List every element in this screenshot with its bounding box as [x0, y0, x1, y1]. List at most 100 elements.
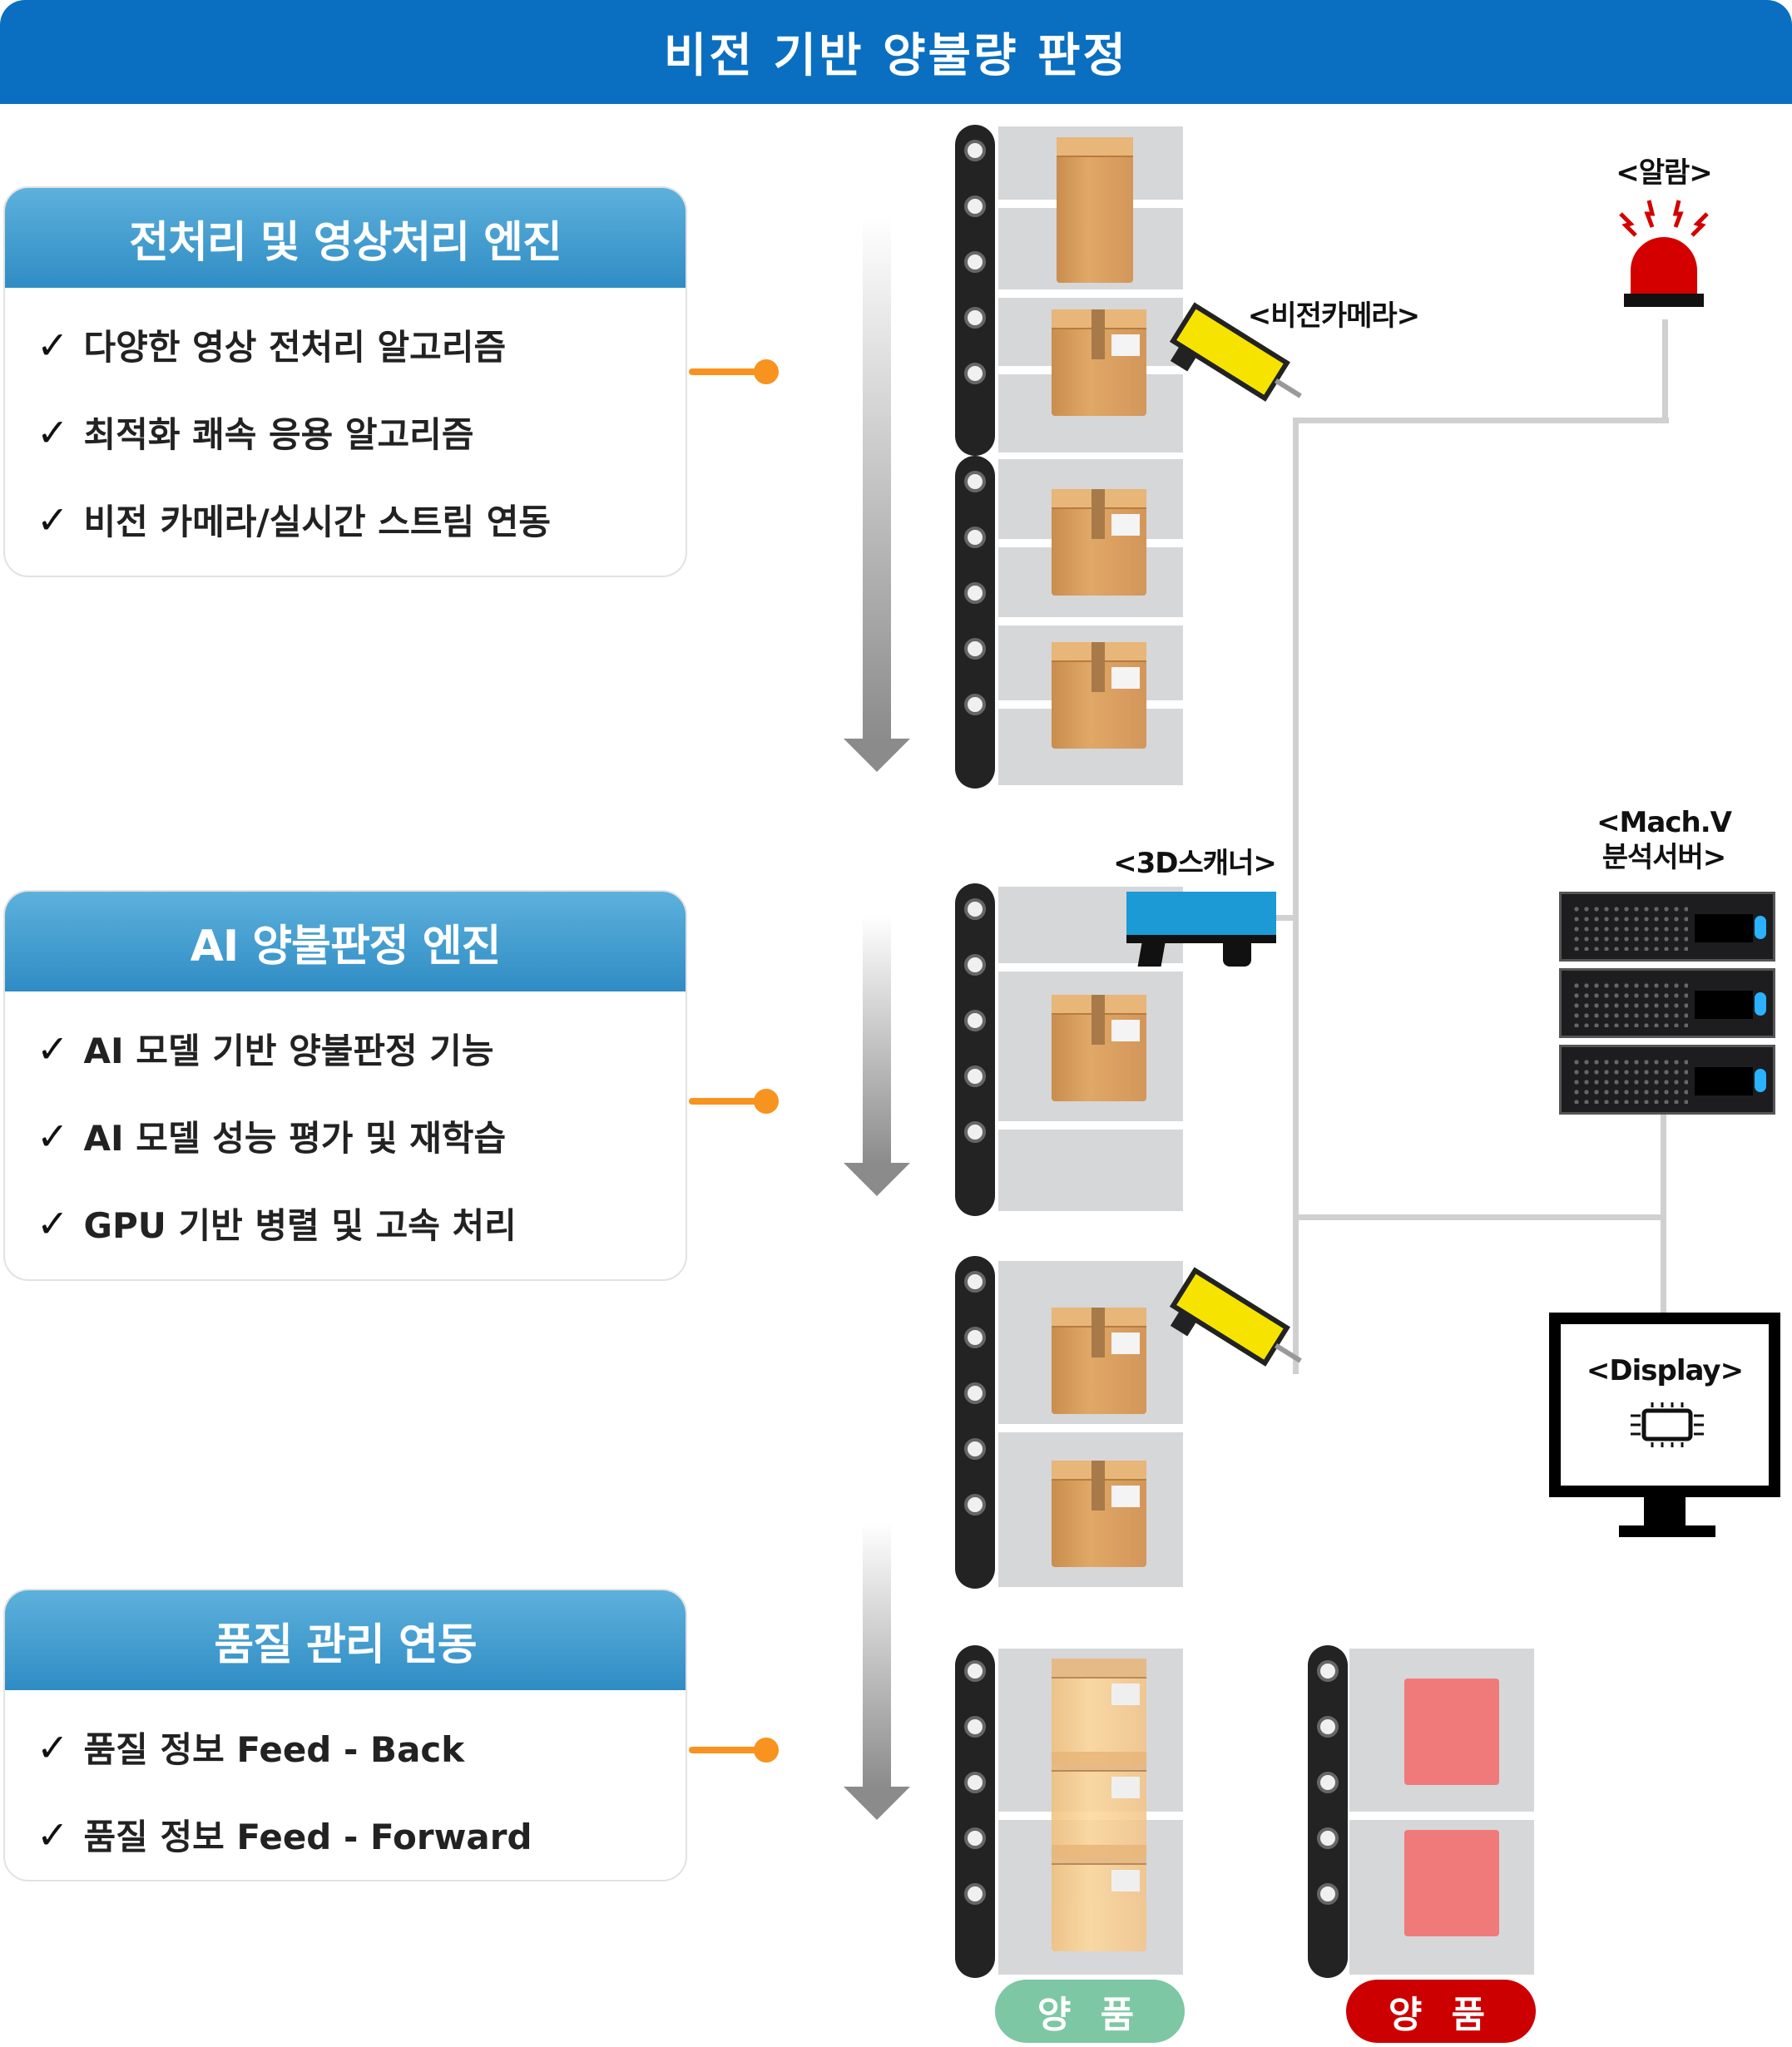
- roller-icon: [964, 1271, 986, 1293]
- roller-icon: [964, 1494, 986, 1515]
- network-line: [1293, 418, 1669, 423]
- list-item: ✓GPU 기반 병렬 및 고속 처리: [37, 1200, 517, 1247]
- check-icon: ✓: [37, 497, 69, 542]
- box-icon: [1052, 309, 1146, 416]
- list-item: ✓최적화 쾌속 응용 알고리즘: [37, 409, 474, 456]
- roller-icon: [964, 1382, 986, 1404]
- vision-camera-icon: [1169, 302, 1302, 402]
- roller-icon: [1317, 1716, 1339, 1738]
- roller-icon: [964, 140, 986, 161]
- roller-icon: [964, 1660, 986, 1682]
- vision-camera-icon: [1169, 1267, 1302, 1367]
- panel-preprocessing: 전처리 및 영상처리 엔진 ✓다양한 영상 전처리 알고리즘 ✓최적화 쾌속 응…: [3, 186, 687, 577]
- arrow-head-icon: [844, 1163, 910, 1196]
- roller-icon: [964, 954, 986, 976]
- scanner-label: <3D스캐너>: [1113, 847, 1277, 880]
- conveyor-belt: [955, 883, 995, 1216]
- good-output-badge: 양 품: [995, 1980, 1185, 2043]
- alarm-label: <알람>: [1616, 156, 1713, 190]
- flow-arrow: [863, 1522, 891, 1788]
- good-box-icon: [1052, 1752, 1146, 1858]
- panel-title: 전처리 및 영상처리 엔진: [5, 188, 686, 288]
- roller-icon: [964, 582, 986, 604]
- network-line: [1293, 1214, 1666, 1220]
- roller-icon: [964, 363, 986, 384]
- roller-icon: [964, 898, 986, 920]
- roller-icon: [964, 1327, 986, 1348]
- list-item: ✓비전 카메라/실시간 스트림 연동: [37, 497, 552, 543]
- box-icon: [1052, 642, 1146, 749]
- network-line: [1293, 418, 1299, 1374]
- panel-ai-engine: AI 양불판정 엔진 ✓AI 모델 기반 양불판정 기능 ✓AI 모델 성능 평…: [3, 890, 687, 1281]
- roller-icon: [1317, 1660, 1339, 1682]
- chip-icon: [1631, 1402, 1704, 1447]
- roller-icon: [964, 1883, 986, 1905]
- roller-icon: [1317, 1883, 1339, 1905]
- check-icon: ✓: [37, 1812, 69, 1857]
- conveyor-belt: [955, 1645, 995, 1978]
- network-line: [1276, 915, 1298, 921]
- conveyor-belt: [955, 125, 995, 456]
- check-icon: ✓: [37, 1200, 69, 1246]
- roller-icon: [964, 527, 986, 548]
- box-icon: [1052, 1308, 1146, 1414]
- check-icon: ✓: [37, 1113, 69, 1159]
- network-line: [1662, 319, 1668, 423]
- roller-icon: [964, 694, 986, 715]
- check-icon: ✓: [37, 1724, 69, 1770]
- network-line: [1661, 1113, 1666, 1316]
- roller-icon: [964, 307, 986, 329]
- flow-arrow: [863, 915, 891, 1164]
- good-box-icon: [1052, 1845, 1146, 1951]
- conveyor-belt: [955, 456, 995, 789]
- connector-dot: [754, 1738, 779, 1763]
- check-icon: ✓: [37, 322, 69, 368]
- display-monitor-icon: <Display>: [1549, 1313, 1780, 1497]
- roller-icon: [964, 1827, 986, 1849]
- alarm-icon: [1619, 200, 1709, 307]
- roller-icon: [964, 195, 986, 217]
- roller-icon: [964, 251, 986, 273]
- panel-title: 품질 관리 연동: [5, 1590, 686, 1690]
- box-icon: [1052, 489, 1146, 596]
- roller-icon: [964, 1066, 986, 1087]
- conveyor-belt: [955, 1256, 995, 1589]
- connector-line: [689, 368, 769, 375]
- arrow-head-icon: [844, 1787, 910, 1820]
- list-item: ✓품질 정보 Feed - Back: [37, 1724, 465, 1771]
- box-icon: [1052, 1461, 1146, 1567]
- list-item: ✓다양한 영상 전처리 알고리즘: [37, 322, 507, 368]
- check-icon: ✓: [37, 409, 69, 455]
- monitor-stand: [1644, 1497, 1686, 1529]
- panel-quality: 품질 관리 연동 ✓품질 정보 Feed - Back ✓품질 정보 Feed …: [3, 1589, 687, 1881]
- check-icon: ✓: [37, 1026, 69, 1071]
- display-label: <Display>: [1586, 1354, 1744, 1387]
- roller-icon: [964, 471, 986, 492]
- page-title: 비전 기반 양불량 판정: [0, 0, 1792, 104]
- arrow-head-icon: [844, 739, 910, 772]
- server-label: <Mach.V 분석서버>: [1596, 806, 1732, 874]
- box-icon: [1052, 995, 1146, 1101]
- camera-label: <비전카메라>: [1247, 299, 1420, 333]
- list-item: ✓AI 모델 기반 양불판정 기능: [37, 1026, 494, 1072]
- box-icon: [1057, 137, 1133, 283]
- roller-icon: [964, 1010, 986, 1031]
- bad-box-icon: [1404, 1830, 1499, 1936]
- roller-icon: [964, 638, 986, 660]
- connector-dot: [754, 359, 779, 384]
- roller-icon: [1317, 1772, 1339, 1793]
- flow-arrow: [863, 216, 891, 740]
- list-item: ✓품질 정보 Feed - Forward: [37, 1812, 532, 1858]
- panel-title: AI 양불판정 엔진: [5, 892, 686, 991]
- roller-icon: [964, 1121, 986, 1143]
- good-box-icon: [1052, 1659, 1146, 1765]
- connector-dot: [754, 1089, 779, 1114]
- connector-line: [689, 1098, 769, 1105]
- roller-icon: [964, 1772, 986, 1793]
- roller-icon: [1317, 1827, 1339, 1849]
- monitor-base: [1619, 1525, 1715, 1537]
- list-item: ✓AI 모델 성능 평가 및 재학습: [37, 1113, 507, 1159]
- 3d-scanner-icon: [1126, 892, 1276, 967]
- roller-icon: [964, 1438, 986, 1460]
- bad-box-icon: [1404, 1679, 1499, 1785]
